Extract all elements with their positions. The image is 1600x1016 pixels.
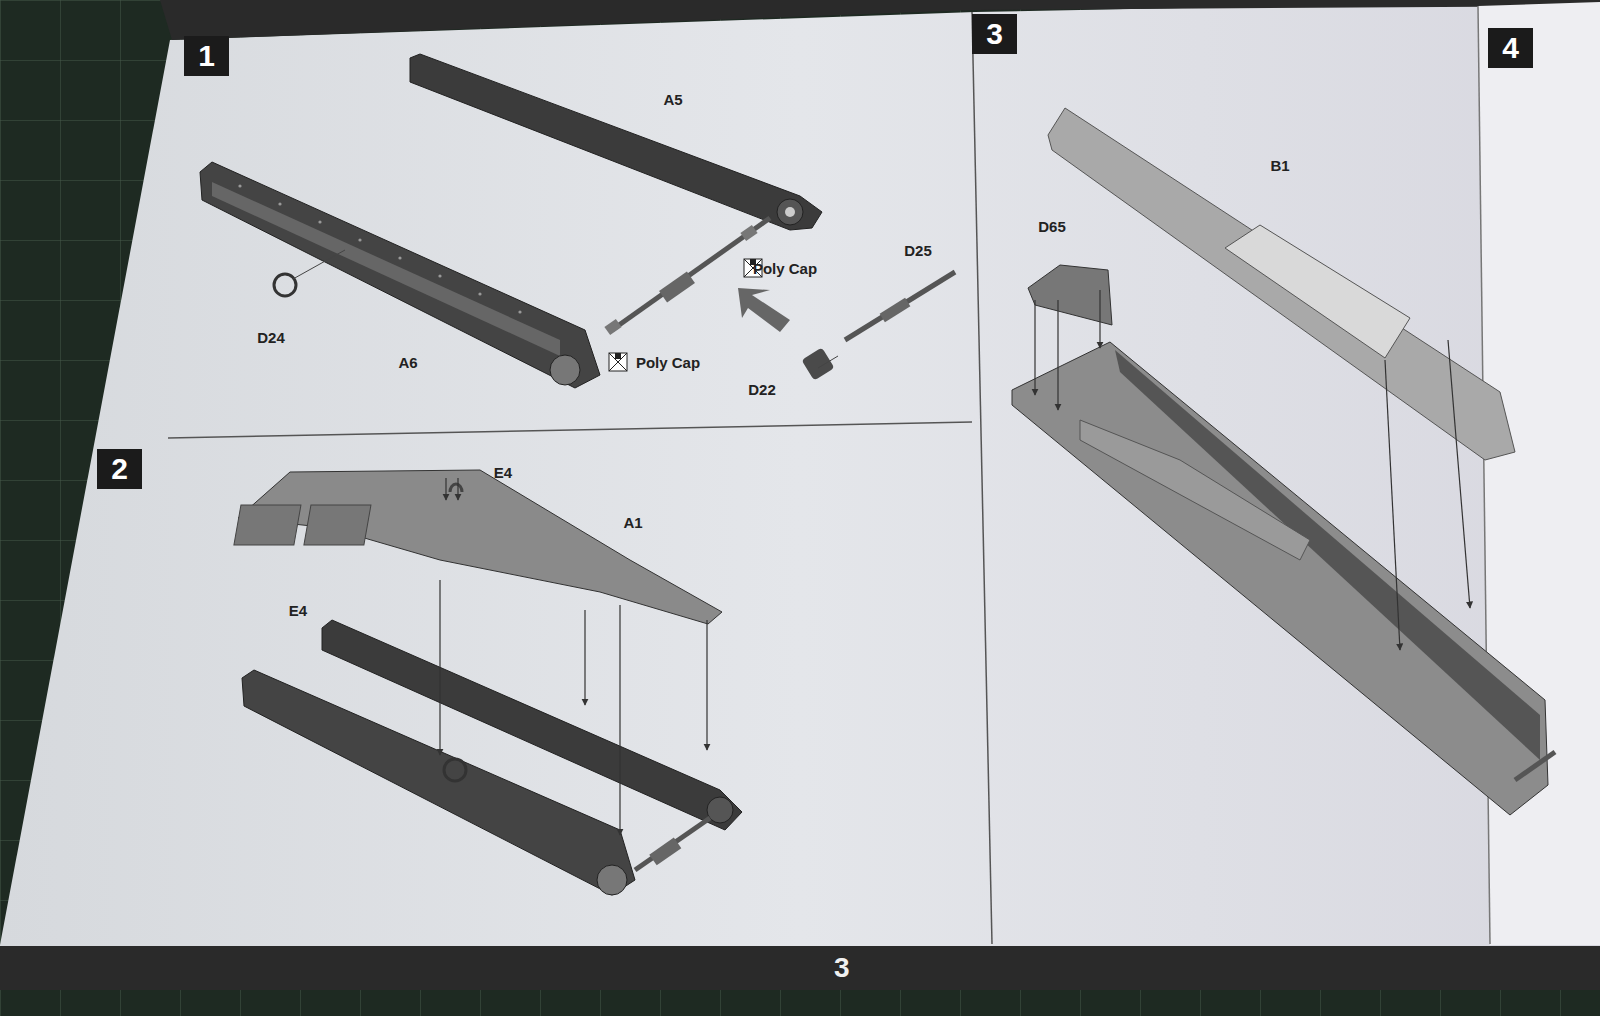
- direction-arrow: [738, 288, 790, 332]
- panel-divider: [972, 12, 992, 944]
- step-number-text: 3: [834, 954, 1600, 982]
- step-number: 2: [97, 449, 142, 489]
- step-number: 1: [184, 36, 229, 76]
- part-label: D24: [257, 330, 285, 345]
- step-number-text: 4: [1502, 33, 1519, 63]
- top-bar: [160, 0, 1600, 40]
- part-label: E4: [289, 603, 307, 618]
- part-label: A1: [623, 515, 642, 530]
- step-number-text: 3: [986, 19, 1003, 49]
- part-label: D22: [748, 382, 776, 397]
- step-number-text: 2: [111, 454, 128, 484]
- part-label: B1: [1270, 158, 1289, 173]
- step-1-art: [200, 54, 955, 388]
- part-label: E4: [494, 465, 512, 480]
- step-3-art: [1012, 108, 1555, 815]
- part-label: A5: [663, 92, 682, 107]
- part-label: D25: [904, 243, 932, 258]
- part-label: D65: [1038, 219, 1066, 234]
- step-2-art: [234, 470, 742, 895]
- page: [0, 0, 1600, 990]
- part-label: A6: [398, 355, 417, 370]
- page-number-bar: 3: [0, 946, 1600, 990]
- panel-divider: [1478, 6, 1490, 944]
- part-label: Poly Cap: [636, 355, 700, 370]
- step-number: 4: [1488, 28, 1533, 68]
- step-number-text: 1: [198, 41, 215, 71]
- step-number: 3: [972, 14, 1017, 54]
- panel-divider: [168, 422, 972, 438]
- part-label: Poly Cap: [753, 261, 817, 276]
